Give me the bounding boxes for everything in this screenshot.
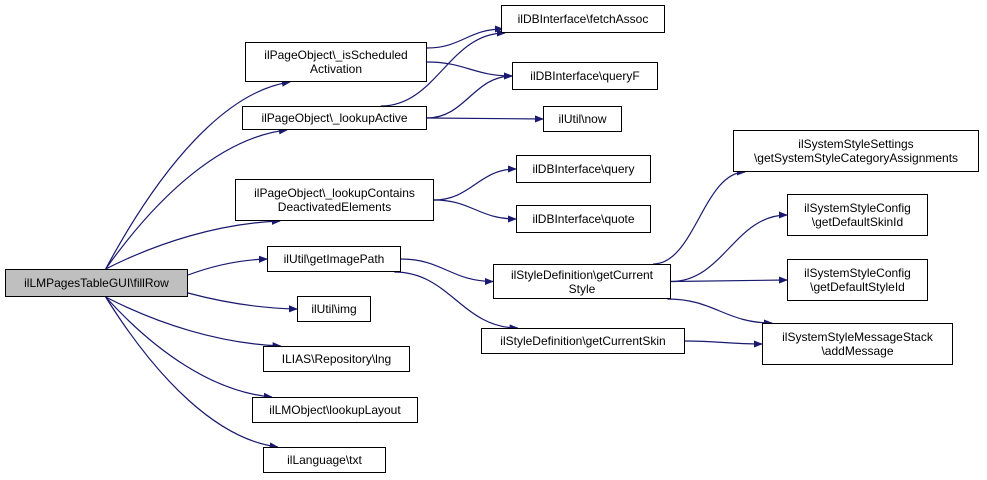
edge-fillRow-to-lng xyxy=(105,296,282,350)
node-label-line: ilDBInterface\queryF xyxy=(530,69,640,83)
edge-lookupContains-to-query xyxy=(433,165,517,201)
node-label-line: ilUtil\getImagePath xyxy=(283,252,385,266)
node-label-line: ilSystemStyleMessageStack xyxy=(782,330,933,344)
node-label-line: ilStyleDefinition\getCurrent xyxy=(510,267,654,282)
node-label-line: DeactivatedElements xyxy=(277,200,392,214)
edge-lookupActive-to-queryF xyxy=(426,72,513,119)
edge-fillRow-to-lookupActive xyxy=(105,127,288,270)
edge-isScheduled-to-queryF xyxy=(426,61,513,80)
node-label-line: ilPageObject\_lookupContains xyxy=(254,186,415,200)
graph-node-txt[interactable]: ilLanguage\txt xyxy=(263,447,386,473)
node-label-line: ilDBInterface\quote xyxy=(532,212,635,226)
edge-getCurrentStyle-to-getDefaultSkinId xyxy=(670,211,788,283)
node-label-line: ilSystemStyleSettings xyxy=(798,137,914,151)
node-label-line: ilUtil\img xyxy=(311,302,357,316)
graph-node-lookupLayout[interactable]: ilLMObject\lookupLayout xyxy=(252,397,418,423)
node-label-line: ILIAS\Repository\lng xyxy=(281,352,392,366)
graph-node-fillRow[interactable]: ilLMPagesTableGUI\fillRow xyxy=(5,269,188,297)
node-label-line: ilSystemStyleConfig xyxy=(804,266,911,280)
edge-fillRow-to-lookupLayout xyxy=(105,296,273,400)
edge-getCurrentStyle-to-addMessage xyxy=(667,298,773,327)
graph-node-addMessage[interactable]: ilSystemStyleMessageStack\addMessage xyxy=(762,323,953,365)
edge-fillRow-to-img xyxy=(187,292,298,313)
edge-getCurrentStyle-to-getDefaultStyleId xyxy=(670,276,788,284)
graph-node-queryF[interactable]: ilDBInterface\queryF xyxy=(512,62,658,90)
edge-isScheduled-to-fetchAssoc xyxy=(426,25,504,49)
graph-node-getDefaultSkinId[interactable]: ilSystemStyleConfig\getDefaultSkinId xyxy=(787,194,928,236)
graph-node-now[interactable]: ilUtil\now xyxy=(543,106,622,132)
node-label-line: \getSystemStyleCategoryAssignments xyxy=(753,151,959,165)
graph-node-getDefaultStyleId[interactable]: ilSystemStyleConfig\getDefaultStyleId xyxy=(787,259,928,301)
graph-node-getCurrentSkin[interactable]: ilStyleDefinition\getCurrentSkin xyxy=(481,328,685,354)
node-label-line: ilSystemStyleConfig xyxy=(804,201,911,215)
node-label-line: \getDefaultSkinId xyxy=(811,215,904,229)
node-label-line: ilUtil\now xyxy=(558,112,607,126)
graph-node-img[interactable]: ilUtil\img xyxy=(297,296,371,322)
node-label-line: ilPageObject\_lookupActive xyxy=(261,111,408,125)
graph-node-fetchAssoc[interactable]: ilDBInterface\fetchAssoc xyxy=(501,5,665,33)
node-label-line: ilPageObject\_isScheduled xyxy=(264,48,408,62)
edge-lookupContains-to-quote xyxy=(433,199,517,223)
graph-node-getImagePath[interactable]: ilUtil\getImagePath xyxy=(267,246,401,272)
edge-lookupActive-to-fetchAssoc xyxy=(380,29,506,107)
edge-fillRow-to-lookupContains xyxy=(105,217,281,270)
graph-node-lng[interactable]: ILIAS\Repository\lng xyxy=(263,346,410,372)
edge-getImagePath-to-getCurrentStyle xyxy=(400,258,494,286)
edge-getImagePath-to-getCurrentSkin xyxy=(394,271,519,332)
graph-node-query[interactable]: ilDBInterface\query xyxy=(516,155,651,183)
node-label-line: ilLMPagesTableGUI\fillRow xyxy=(24,276,169,290)
graph-node-getSysCat[interactable]: ilSystemStyleSettings\getSystemStyleCate… xyxy=(733,130,979,172)
edge-fillRow-to-txt xyxy=(105,296,279,450)
node-label-line: ilLanguage\txt xyxy=(287,453,362,467)
node-label-line: Activation xyxy=(309,62,363,76)
node-label-line: ilDBInterface\fetchAssoc xyxy=(517,12,649,26)
edge-fillRow-to-getImagePath xyxy=(187,255,268,276)
node-label-line: \addMessage xyxy=(821,344,894,358)
node-label-line: ilDBInterface\query xyxy=(532,162,635,176)
graph-node-lookupActive[interactable]: ilPageObject\_lookupActive xyxy=(242,106,427,130)
edge-lookupActive-to-now xyxy=(426,115,544,123)
node-label-line: \getDefaultStyleId xyxy=(810,280,905,294)
edge-getCurrentStyle-to-getSysCat xyxy=(653,168,746,265)
node-label-line: Style xyxy=(568,281,596,296)
edge-fillRow-to-isScheduled xyxy=(105,79,291,270)
node-label-line: ilStyleDefinition\getCurrentSkin xyxy=(500,334,666,348)
graph-node-quote[interactable]: ilDBInterface\quote xyxy=(516,205,651,233)
edge-getCurrentSkin-to-addMessage xyxy=(684,340,763,348)
node-label-line: ilLMObject\lookupLayout xyxy=(269,403,401,417)
